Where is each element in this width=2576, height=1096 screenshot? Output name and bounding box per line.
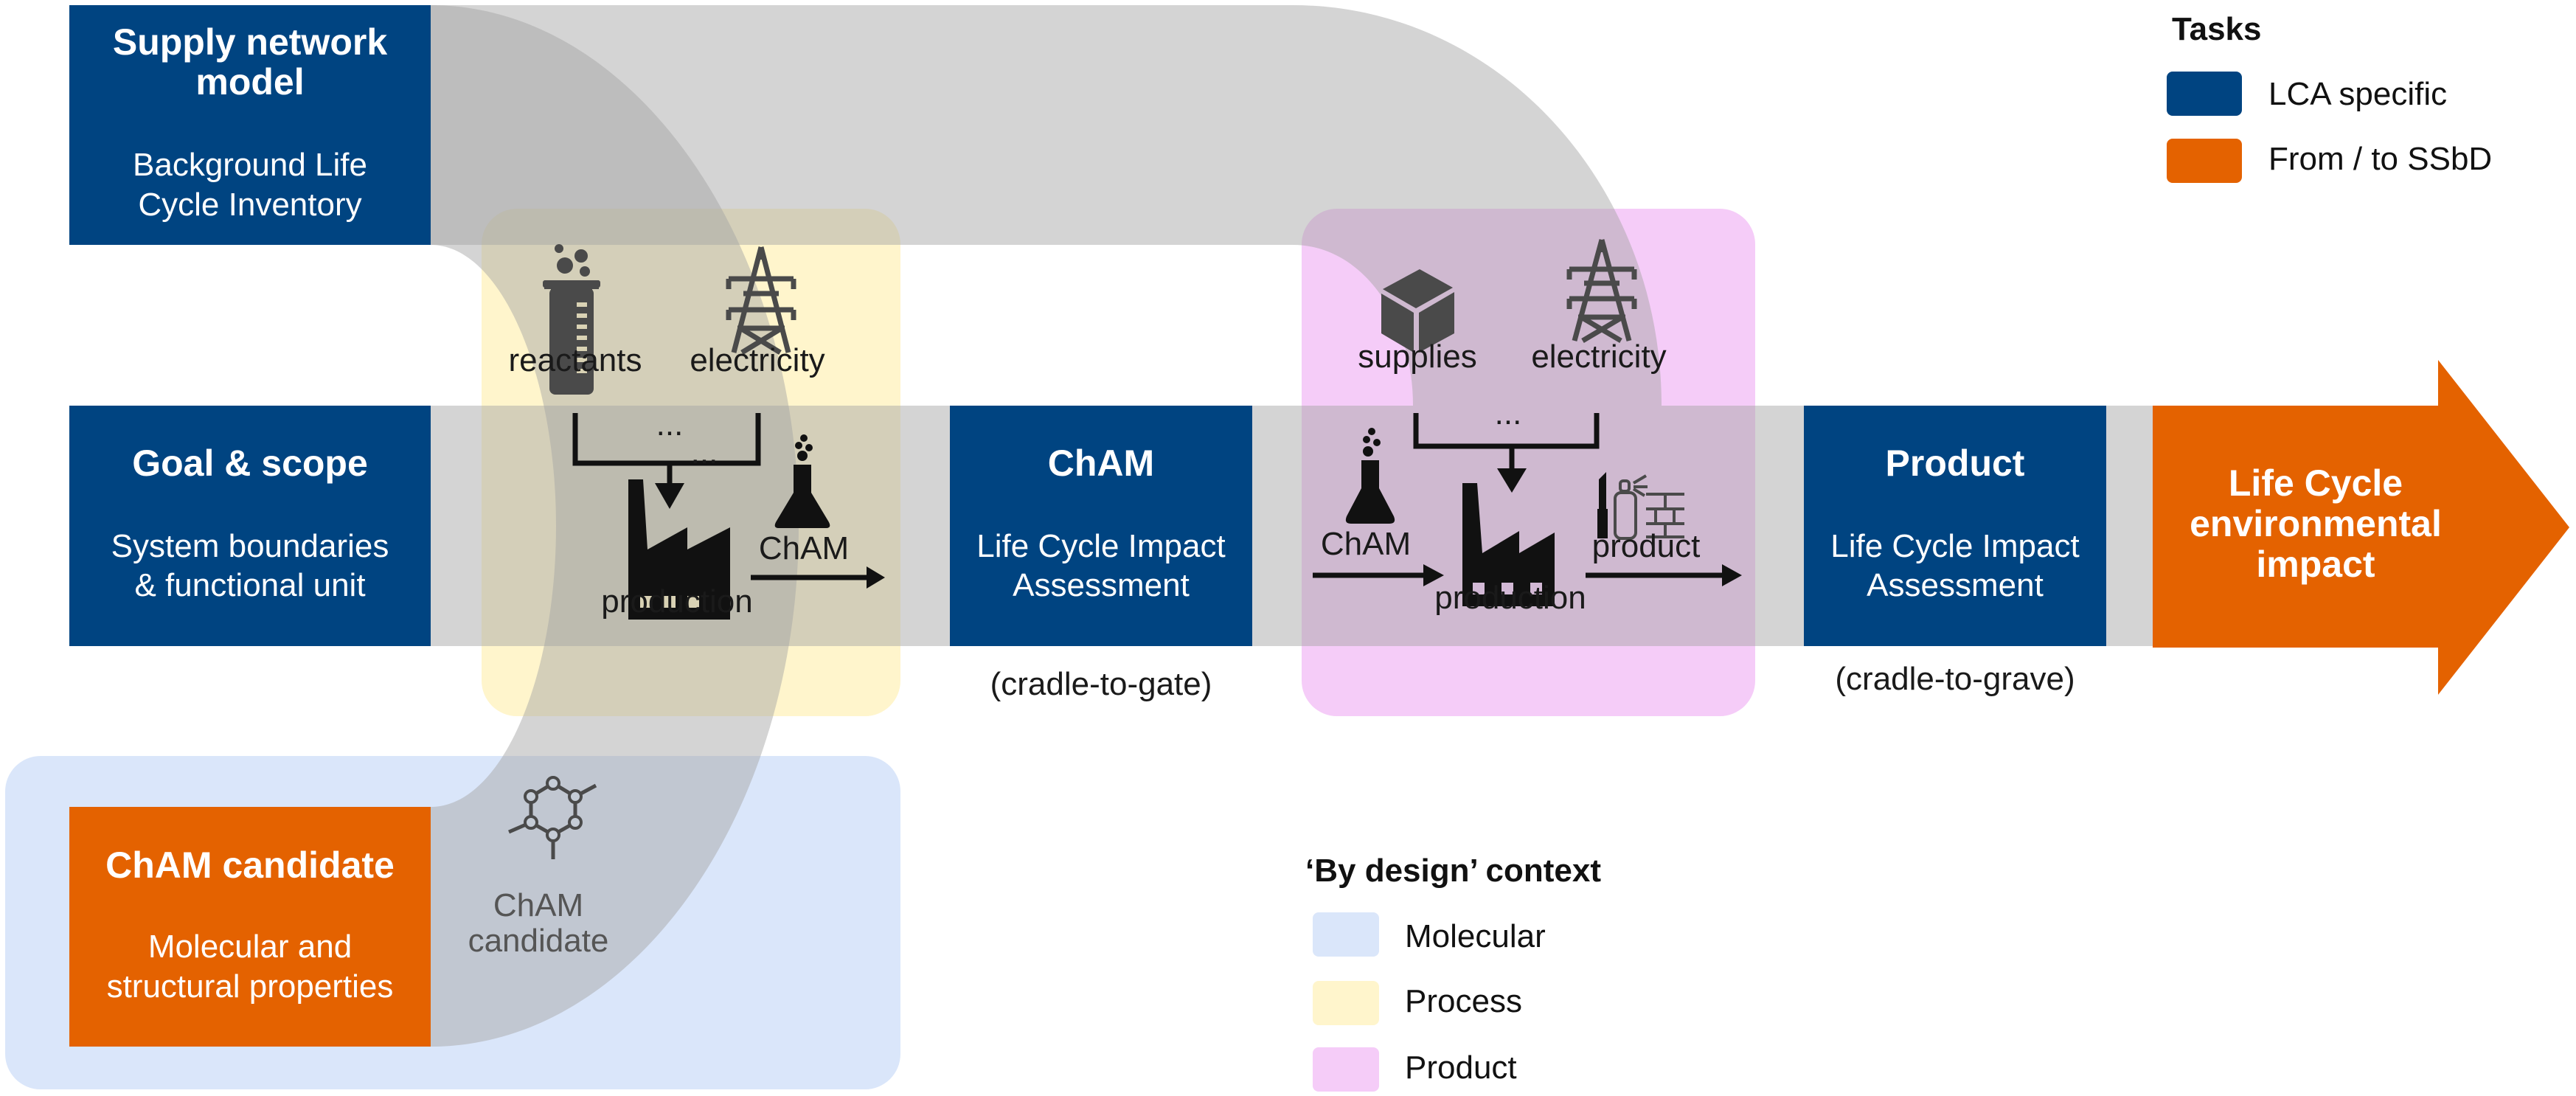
cham-candidate-box: ChAM candidate Molecular and structural … [69, 807, 431, 1047]
goal-title: Goal & scope [132, 443, 368, 484]
legend-label-product: Product [1405, 1050, 1517, 1086]
process-label-production: production [601, 583, 752, 620]
flask-icon [1345, 428, 1395, 524]
legend-label-ssbd: From / to SSbD [2268, 141, 2492, 177]
factory-windows [1473, 583, 1542, 594]
process-input-arrowhead [655, 483, 684, 509]
outcome-line-1: Life Cycle [2229, 462, 2403, 504]
brick-wall-icon [1646, 493, 1684, 538]
flask-icon [774, 434, 830, 528]
product-label-production: production [1434, 580, 1586, 616]
product-title: Product [1886, 443, 2025, 484]
factory-windows [640, 596, 699, 608]
cham-lcia-box: ChAM Life Cycle Impact Assessment [950, 406, 1252, 646]
legend-swatch-molecular [1313, 912, 1379, 957]
process-ellipsis-1: ... [656, 406, 684, 443]
factory-icon [628, 479, 730, 620]
outcome-line-3: impact [2256, 544, 2375, 585]
product-context-region [1302, 209, 1755, 716]
process-input-reactants: reactants [509, 342, 642, 378]
legend-label-process: Process [1405, 983, 1522, 1019]
process-output-arrow [751, 566, 885, 589]
product-caption: (cradle-to-grave) [1835, 661, 2075, 697]
legend-label-molecular: Molecular [1405, 918, 1546, 954]
cham-sub-2: Assessment [1013, 567, 1190, 603]
process-input-electricity: electricity [690, 342, 824, 378]
product-lcia-box: Product Life Cycle Impact Assessment [1804, 406, 2106, 646]
supply-to-product-band [431, 5, 1662, 406]
legend-swatch-lca [2167, 72, 2242, 116]
molecule-icon [508, 776, 597, 859]
supply-network-box: Supply network model Background Life Cyc… [69, 5, 431, 245]
cham-sub-1: Life Cycle Impact [976, 528, 1225, 564]
life-cycle-impact-arrow [2153, 360, 2569, 695]
product-output-product: product [1592, 528, 1701, 564]
beaker-icon [543, 244, 600, 395]
legend-swatch-ssbd [2167, 139, 2242, 183]
legend-swatch-process [1313, 981, 1379, 1025]
product-ellipsis: ... [1495, 395, 1522, 431]
candidate-title: ChAM candidate [105, 844, 395, 886]
cham-caption: (cradle-to-gate) [990, 666, 1212, 702]
goal-scope-box: Goal & scope System boundaries & functio… [69, 406, 431, 646]
molecule-label-1: ChAM [493, 887, 583, 923]
cham-title: ChAM [1048, 443, 1154, 484]
supply-to-candidate-band [431, 5, 799, 1047]
product-input-electricity: electricity [1531, 339, 1666, 375]
supply-sub-2: Cycle Inventory [138, 187, 361, 223]
process-ellipsis-2: ... [691, 434, 718, 471]
process-output-cham: ChAM [759, 530, 849, 566]
product-input-arrowhead [1497, 468, 1527, 493]
legend-label-lca: LCA specific [2268, 76, 2447, 112]
product-input-connector [1413, 413, 1600, 472]
legend-tasks: Tasks LCA specific From / to SSbD [2167, 11, 2492, 183]
product-output-arrow [1586, 564, 1742, 586]
cham-input-arrow [1313, 564, 1444, 586]
product-sub-2: Assessment [1867, 567, 2044, 603]
power-pylon-icon [726, 246, 796, 355]
legend-swatch-product [1313, 1047, 1379, 1092]
supply-title-2: model [195, 61, 304, 103]
legend-context-title: ‘By design’ context [1305, 853, 1601, 889]
supply-title-1: Supply network [113, 21, 387, 63]
package-box-icon [1381, 269, 1454, 353]
factory-icon [1462, 483, 1555, 606]
outcome-line-2: environmental [2190, 503, 2442, 544]
product-sub-1: Life Cycle Impact [1830, 528, 2079, 564]
power-pylon-icon [1566, 239, 1637, 344]
spray-can-icon [1614, 474, 1648, 540]
molecule-label-2: candidate [468, 923, 609, 959]
legend-context: ‘By design’ context Molecular Process Pr… [1305, 853, 1601, 1092]
product-input-supplies: supplies [1358, 339, 1476, 375]
legend-tasks-title: Tasks [2172, 11, 2262, 47]
goal-sub-1: System boundaries [111, 528, 389, 564]
candidate-sub-1: Molecular and [148, 929, 352, 965]
candidate-sub-2: structural properties [107, 968, 394, 1005]
product-input-cham: ChAM [1321, 526, 1411, 562]
process-input-connector [572, 413, 761, 487]
supply-sub-1: Background Life [133, 147, 367, 183]
goal-sub-2: & functional unit [134, 567, 365, 603]
lipstick-icon [1597, 472, 1608, 538]
